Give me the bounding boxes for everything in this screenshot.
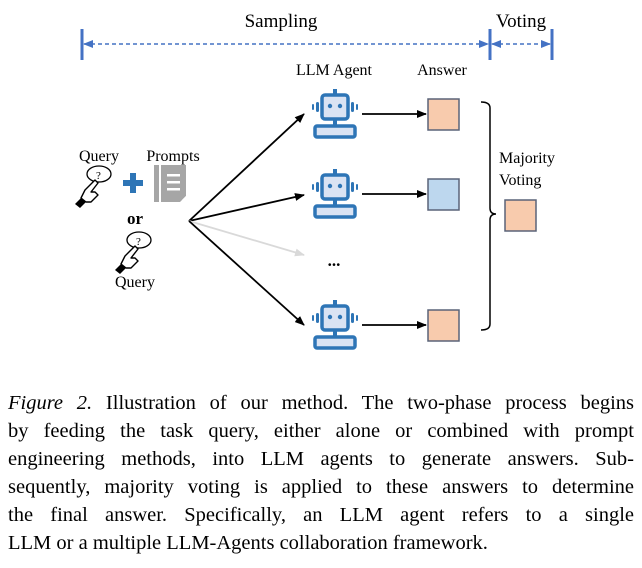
majority-label-line1: Majority	[499, 150, 555, 167]
caption-line: sequently, majority voting is applied to…	[8, 476, 634, 498]
curly-bracket	[480, 101, 497, 331]
plus-icon	[123, 173, 143, 193]
robot-icon	[310, 167, 360, 219]
query-label-top: Query	[79, 148, 119, 165]
fan-out-arrows	[188, 113, 305, 326]
input-section: Query Prompts or Query	[74, 148, 200, 291]
caption-line: LLM or a multiple LLM-Agents collaborati…	[8, 532, 488, 554]
phase-indicator: Sampling Voting	[80, 11, 554, 60]
caption-line: Figure 2. Illustration of our method. Th…	[8, 389, 634, 417]
figure-caption: Figure 2. Illustration of our method. Th…	[8, 389, 634, 557]
voting-label: Voting	[496, 11, 547, 32]
caption-line: engineering methods, into LLM agents to …	[8, 448, 634, 470]
agent-row-1	[310, 87, 460, 139]
ellipsis: ...	[328, 251, 341, 270]
sampling-label: Sampling	[245, 11, 318, 32]
caption-line: by feeding the task query, either alone …	[8, 420, 634, 442]
agent-row-2	[310, 167, 460, 219]
method-diagram: ? Sampling Voting LLM Agent Answer Query…	[74, 11, 555, 350]
answer-box	[427, 178, 460, 211]
or-label: or	[127, 209, 144, 228]
pointing-hand-question-icon-2	[114, 231, 152, 275]
arrow-to-agent-3	[188, 220, 305, 326]
majority-voting: Majority Voting	[480, 101, 555, 331]
agent-row-3	[310, 298, 460, 350]
arrow-to-agent-1	[188, 113, 305, 222]
majority-label-line2: Voting	[499, 172, 541, 189]
caption-line-text: Illustration of our method. The two-phas…	[92, 392, 634, 414]
answer-header: Answer	[417, 62, 467, 79]
figure-label: Figure 2.	[8, 392, 93, 414]
document-icon	[154, 165, 186, 202]
answer-box	[427, 98, 460, 131]
robot-icon	[310, 298, 360, 350]
prompts-label: Prompts	[146, 148, 199, 165]
robot-icon	[310, 87, 360, 139]
query-label-bottom: Query	[115, 274, 155, 291]
arrow-to-agent-2	[188, 193, 305, 222]
pointing-hand-question-icon	[74, 165, 112, 209]
arrow-to-ellipsis	[188, 220, 305, 257]
answer-box	[427, 309, 460, 342]
llm-agent-header: LLM Agent	[296, 62, 373, 79]
final-answer-box	[504, 199, 537, 232]
caption-line: the final answer. Specifically, an LLM a…	[8, 504, 634, 526]
